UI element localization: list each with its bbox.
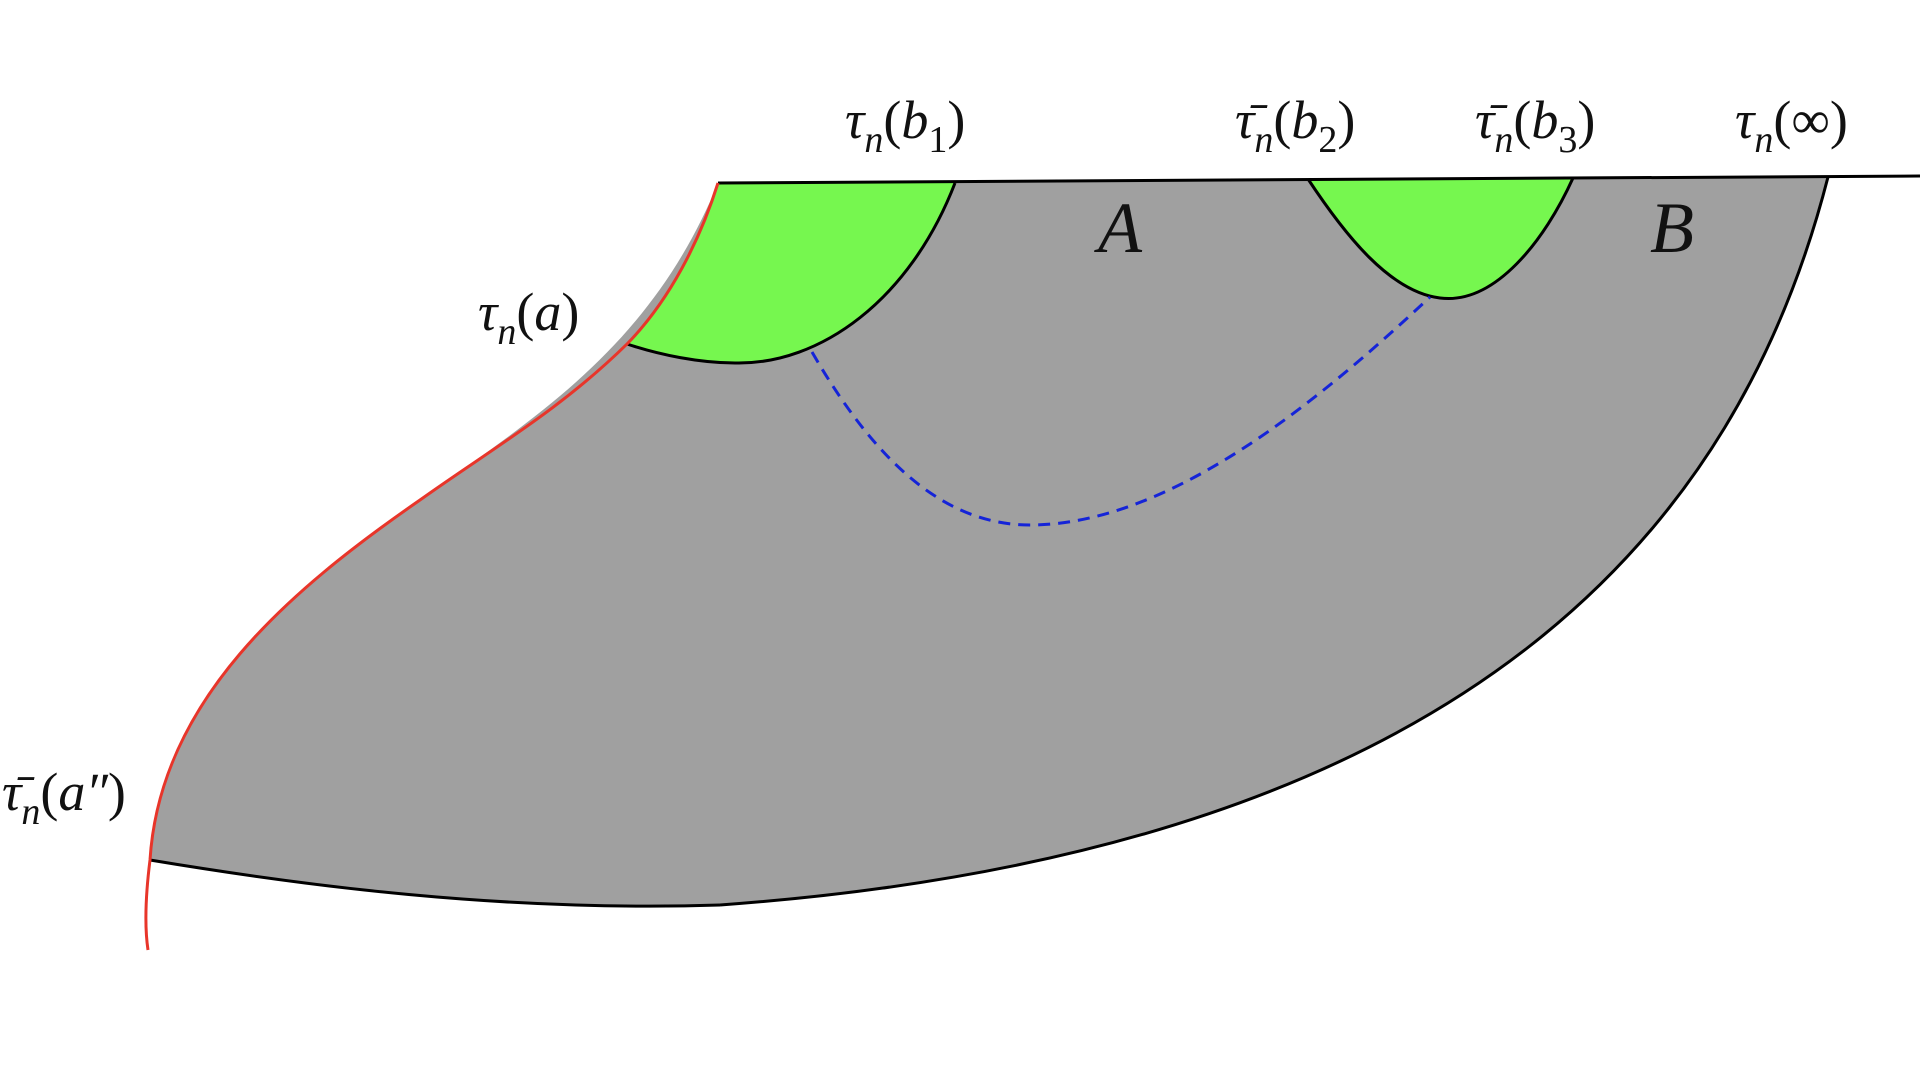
outer-arc-right <box>719 176 1830 907</box>
bottom-arc <box>149 858 721 908</box>
left-boundary-curve <box>144 182 720 951</box>
cusp-region-b1 <box>627 183 955 364</box>
region-label-B: B <box>1650 188 1694 268</box>
label-taubar-n-a-double-prime: τ̄n(a″) <box>2 762 126 833</box>
dashed-geodesic <box>810 295 1432 527</box>
label-taubar-n-b3: τ̄n(b3) <box>1475 90 1595 161</box>
shaded-region <box>150 177 1828 907</box>
label-tau-n-infinity: τn(∞) <box>1735 90 1848 161</box>
label-taubar-n-b2: τ̄n(b2) <box>1235 90 1355 161</box>
label-tau-n-b1: τn(b1) <box>845 90 965 161</box>
top-boundary-line <box>717 174 1920 185</box>
cusp-arc-b2-b3 <box>1306 177 1575 300</box>
cusp-region-b2-b3 <box>1308 178 1573 299</box>
region-label-A: A <box>1094 188 1143 268</box>
label-tau-n-a: τn(a) <box>478 282 579 353</box>
cusp-arc-b1 <box>626 182 957 365</box>
